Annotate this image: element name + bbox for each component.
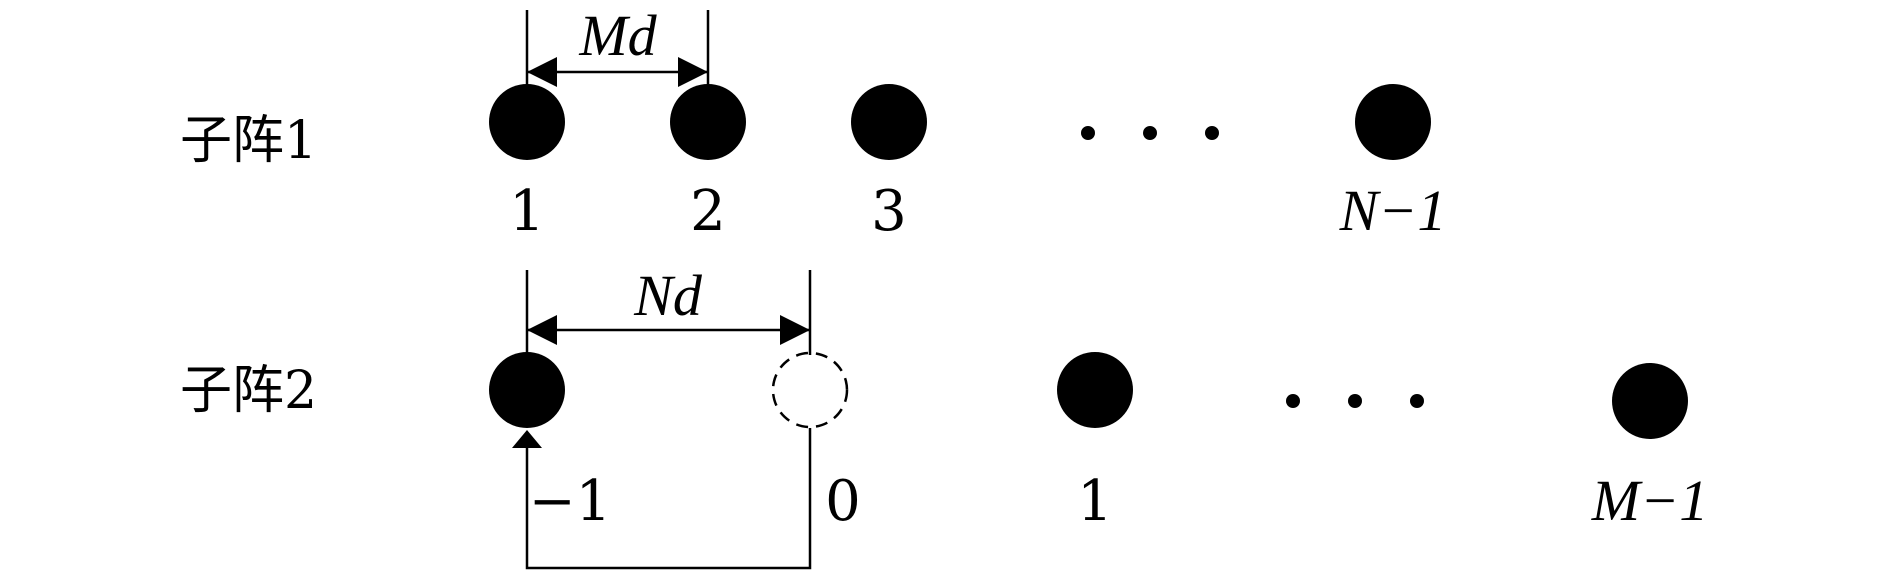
subarray2-element-minus-1 (489, 352, 565, 428)
subarray2-element-0-virtual (771, 351, 849, 429)
subarray2-title: 子阵2 (180, 361, 317, 421)
subarray2-shift-line (525, 428, 812, 570)
subarray1-element-label: N−1 (1339, 178, 1447, 243)
subarray2-element-1 (1057, 352, 1133, 428)
subarray1-element-label: 3 (871, 179, 907, 244)
subarray1-element-2 (670, 84, 746, 160)
subarray2-spacing-label: Nd (633, 263, 703, 328)
subarray2-element-m-minus-1 (1612, 363, 1688, 439)
subarray2-element-label: M−1 (1591, 468, 1708, 533)
subarray2-spacing-indicator: Nd (525, 263, 812, 355)
subarray2-element-label: 1 (1077, 469, 1113, 534)
subarray1-spacing-label: Md (578, 3, 657, 68)
subarray1-title: 子阵1 (180, 111, 317, 171)
subarray1-element-3 (851, 84, 927, 160)
subarray2-element-label: −1 (529, 469, 612, 534)
subarray2-shift-path (512, 428, 812, 570)
subarray1-element-label: 1 (509, 179, 545, 244)
subarray2-shift-arrowhead (512, 430, 542, 448)
subarray1-element-label: 2 (690, 179, 726, 244)
subarray1-element-1 (489, 84, 565, 160)
subarray1-ellipsis (1081, 126, 1219, 140)
subarray2-element-label: 0 (825, 469, 861, 534)
subarray2-ellipsis (1286, 394, 1424, 408)
subarray1-spacing-indicator: Md (525, 3, 710, 88)
subarray1-element-n-minus-1 (1355, 84, 1431, 160)
